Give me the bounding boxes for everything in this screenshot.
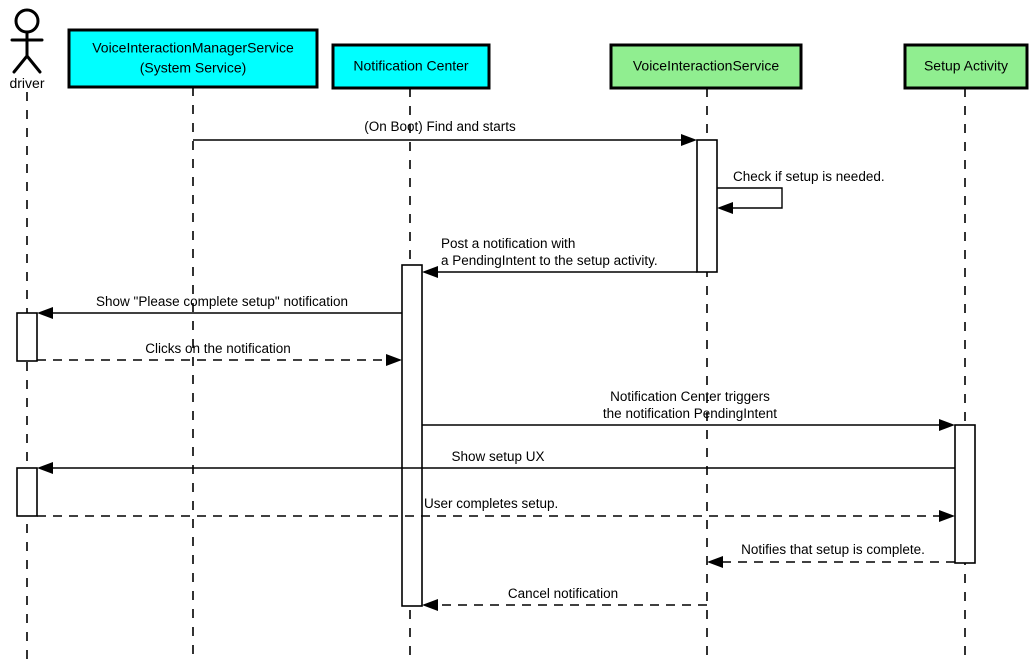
message-label: Show setup UX: [451, 449, 544, 464]
message-notification-center-triggers-pendingintent[interactable]: Notification Center triggers the notific…: [422, 389, 955, 431]
participant-label-setup-activity: Setup Activity: [924, 58, 1008, 74]
arrowhead-left-icon: [37, 307, 53, 319]
message-label-line2: the notification PendingIntent: [603, 406, 777, 421]
actor-leg-left-icon: [12, 54, 29, 74]
message-post-a-notification[interactable]: Post a notification with a PendingIntent…: [422, 236, 697, 278]
message-cancel-notification[interactable]: Cancel notification: [422, 586, 707, 611]
participant-label-vims-line1: VoiceInteractionManagerService: [92, 40, 294, 56]
message-label-line1: Post a notification with: [441, 236, 575, 251]
arrowhead-left-icon: [422, 266, 438, 278]
message-check-if-setup-is-needed[interactable]: Check if setup is needed.: [717, 169, 885, 214]
activation-bar-voice-interaction-service: [696, 139, 718, 273]
participant-label-notification-center: Notification Center: [353, 58, 469, 74]
arrowhead-left-icon: [717, 202, 733, 214]
participant-label-driver: driver: [9, 75, 44, 91]
message-label: Cancel notification: [508, 586, 618, 601]
message-self-path: [717, 187, 783, 209]
arrowhead-right-icon: [386, 354, 402, 366]
participant-box-vims[interactable]: VoiceInteractionManagerService (System S…: [67, 28, 319, 89]
message-label: Check if setup is needed.: [733, 169, 885, 184]
activation-bar-setup-activity: [954, 424, 976, 564]
participant-box-voice-interaction-service[interactable]: VoiceInteractionService: [609, 43, 803, 90]
message-label: (On Boot) Find and starts: [364, 119, 516, 134]
arrowhead-left-icon: [422, 599, 438, 611]
message-user-completes-setup[interactable]: User completes setup.: [37, 496, 955, 522]
actor-head-icon: [14, 8, 40, 34]
activation-bar-notification-center: [401, 264, 423, 607]
message-show-setup-ux[interactable]: Show setup UX: [37, 449, 955, 474]
participant-box-notification-center-rect: [331, 43, 491, 90]
participant-actor-driver[interactable]: driver: [9, 8, 45, 91]
message-label: User completes setup.: [424, 496, 558, 511]
activation-bar-driver-2: [16, 467, 38, 517]
message-notifies-that-setup-is-complete[interactable]: Notifies that setup is complete.: [707, 542, 955, 568]
arrowhead-right-icon: [939, 510, 955, 522]
arrowhead-left-icon: [37, 462, 53, 474]
arrowhead-right-icon: [681, 134, 697, 146]
participant-box-setup-activity[interactable]: Setup Activity: [903, 43, 1029, 90]
actor-leg-right-icon: [25, 54, 42, 74]
participant-box-voice-interaction-service-rect: [609, 43, 803, 90]
arrowhead-right-icon: [939, 419, 955, 431]
participant-box-setup-activity-rect: [903, 43, 1029, 90]
message-clicks-on-the-notification[interactable]: Clicks on the notification: [37, 341, 402, 366]
activation-bar-driver-1: [16, 312, 38, 362]
message-label-line1: Notification Center triggers: [610, 389, 770, 404]
message-label-line2: a PendingIntent to the setup activity.: [441, 253, 658, 268]
message-on-boot-find-and-starts[interactable]: (On Boot) Find and starts: [193, 119, 697, 146]
arrowhead-left-icon: [707, 556, 723, 568]
message-label: Notifies that setup is complete.: [741, 542, 925, 557]
participant-label-voice-interaction-service: VoiceInteractionService: [633, 58, 780, 74]
message-show-please-complete-setup-notification[interactable]: Show "Please complete setup" notificatio…: [37, 294, 402, 319]
message-label: Clicks on the notification: [145, 341, 291, 356]
message-label: Show "Please complete setup" notificatio…: [96, 294, 348, 309]
participant-label-vims-line2: (System Service): [140, 60, 247, 76]
participant-box-vims-rect: [67, 28, 319, 89]
participant-box-notification-center[interactable]: Notification Center: [331, 43, 491, 90]
